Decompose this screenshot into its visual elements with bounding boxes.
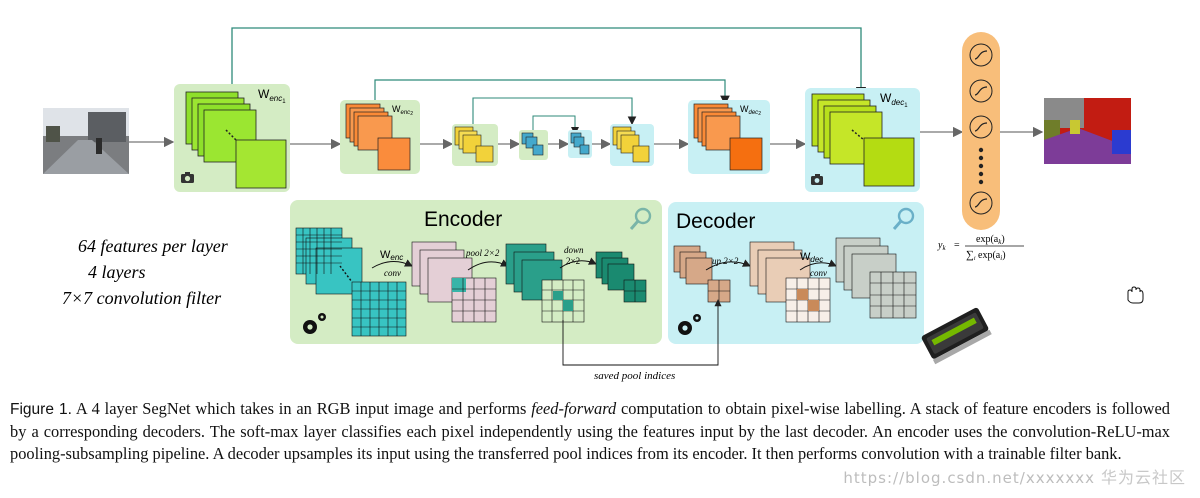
watermark: https://blog.csdn.net/xxxxxxx 华为云社区	[843, 464, 1186, 488]
w-enc2-subsub: 2	[410, 111, 413, 117]
decoder-stage-1: Wdec1	[805, 88, 920, 192]
gear-icon	[678, 314, 701, 335]
encoder-input-feature-grid	[295, 227, 407, 337]
svg-text:Wdec: Wdec	[800, 251, 823, 264]
output-segmentation-image	[1044, 98, 1131, 164]
op-down-size: 2×2	[566, 256, 580, 266]
input-street-image	[43, 108, 129, 174]
gear-icon	[303, 313, 326, 334]
watermark-url: https://blog.csdn.net/xxxxxxx	[843, 469, 1095, 487]
op-down: down	[564, 245, 584, 255]
decoder-title: Decoder	[676, 210, 755, 233]
decoder-panel: Decoder up 2×2 Wdec conv	[668, 202, 924, 344]
dec-panel-w-sub: dec	[810, 255, 823, 264]
saved-pool-indices-label: saved pool indices	[594, 370, 675, 382]
watermark-brand: 华为云社区	[1100, 468, 1186, 487]
camera-icon	[181, 172, 194, 183]
search-icon	[892, 207, 915, 230]
op-conv: conv	[384, 268, 401, 278]
svg-text:Wenc: Wenc	[380, 249, 403, 262]
sigmoid-icon	[969, 79, 993, 103]
sigmoid-icon	[969, 115, 993, 139]
w-dec1-sub: dec	[891, 98, 904, 107]
param-features: 64 features per layer	[78, 236, 229, 256]
op-up: up 2×2	[712, 256, 739, 266]
search-icon	[629, 207, 652, 230]
svg-text:Wenc2: Wenc2	[392, 104, 413, 117]
encoder-stage-2: Wenc2	[340, 100, 420, 174]
param-filter: 7×7 convolution filter	[62, 288, 222, 308]
layer-params: 64 features per layer 4 layers 7×7 convo…	[62, 236, 229, 308]
decoder-upsampled-grid	[749, 241, 831, 323]
encoder-output-grid	[595, 251, 647, 303]
encoder-stage-4	[519, 130, 548, 160]
svg-text:Wdec2: Wdec2	[740, 104, 761, 117]
encoder-stage-3	[452, 124, 498, 166]
svg-text:exp(ak): exp(ak)	[976, 234, 1005, 246]
svg-text:Wenc1: Wenc1	[258, 87, 286, 105]
encoder-title: Encoder	[424, 208, 502, 231]
camera-icon	[811, 174, 823, 185]
w-enc1-base: W	[258, 87, 270, 101]
figure-caption: Figure 1. A 4 layer SegNet which takes i…	[10, 398, 1170, 465]
sigmoid-icon	[969, 191, 993, 215]
encoder-stage-1: Wenc1	[174, 84, 290, 192]
w-enc1-sub: enc	[269, 94, 282, 103]
encoder-panel: Encoder Wenc conv pool 2×2	[290, 200, 662, 344]
w-enc2-sub: enc	[401, 110, 411, 116]
softmax-column	[962, 32, 1000, 230]
svg-text:Wdec1: Wdec1	[880, 91, 908, 109]
op-pool: pool 2×2	[465, 248, 500, 258]
dec-panel-w: W	[800, 251, 811, 263]
w-dec2-subsub: 2	[758, 111, 761, 117]
enc-panel-w-sub: enc	[390, 253, 403, 262]
svg-text:yk: yk	[937, 240, 946, 252]
caption-label: Figure 1.	[10, 401, 72, 418]
decoder-output-grid	[835, 237, 917, 319]
svg-text:∑i exp(ai): ∑i exp(ai)	[966, 249, 1006, 262]
decoder-stage-4	[568, 130, 592, 158]
segnet-diagram: Wenc1 Wenc2	[43, 27, 1144, 382]
decoder-stage-2: Wdec2	[688, 100, 770, 174]
w-enc1-subsub: 1	[282, 99, 286, 105]
caption-text-before: A 4 layer SegNet which takes in an RGB i…	[71, 399, 532, 418]
gpu-card-icon	[921, 307, 992, 365]
enc-panel-w: W	[380, 249, 391, 261]
decoder-input-grid	[673, 245, 731, 303]
caption-text-after: computation to obtain pixel-wise labelli…	[10, 399, 1170, 463]
param-layers: 4 layers	[88, 262, 146, 282]
softmax-formula: yk = exp(ak) ∑i exp(ai)	[937, 234, 1024, 262]
w-dec2-sub: dec	[749, 110, 759, 116]
w-dec1-subsub: 1	[904, 103, 908, 109]
w-dec2-base: W	[740, 104, 749, 114]
encoder-relu-grid	[411, 241, 497, 323]
hand-cursor-icon	[1127, 286, 1144, 304]
decoder-stage-3	[610, 124, 654, 166]
svg-text:=: =	[954, 240, 960, 251]
w-dec1-base: W	[880, 91, 892, 105]
w-enc2-base: W	[392, 104, 401, 114]
op-dec-conv: conv	[810, 268, 827, 278]
caption-emphasis: feed-forward	[531, 399, 617, 418]
encoder-pooled-grid	[505, 243, 585, 323]
sigmoid-icon	[969, 43, 993, 67]
